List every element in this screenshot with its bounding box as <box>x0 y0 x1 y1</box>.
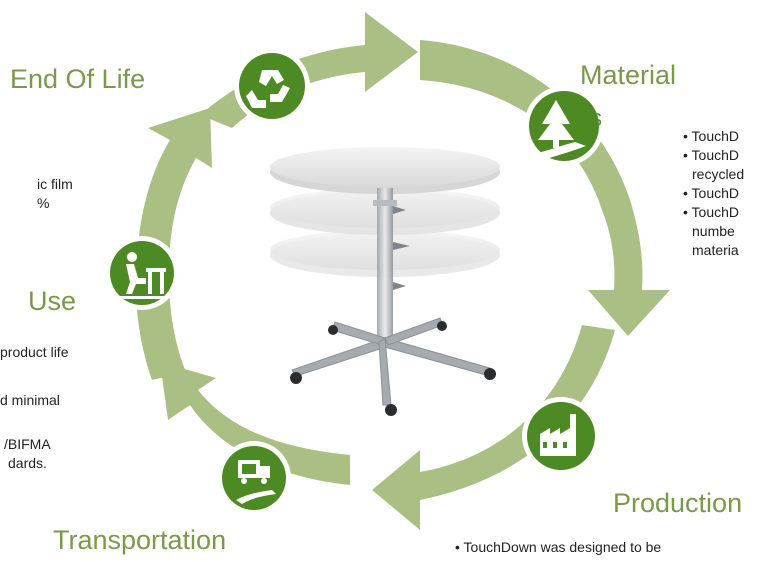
production-text: • TouchDown was designed to be <box>455 539 662 555</box>
end-of-life-label: End Of Life <box>10 64 146 94</box>
arrow-use-to-end-of-life <box>135 108 212 380</box>
truck-road-icon <box>217 441 291 515</box>
material-bullets: • TouchD • TouchD recycled • TouchD • To… <box>683 127 744 260</box>
use-line: product life <box>0 344 69 360</box>
person-at-desk-icon <box>105 236 179 310</box>
material-label: Material <box>580 60 677 90</box>
material-bullet: • TouchD <box>683 128 740 144</box>
end-of-life-line: ic film <box>37 176 73 192</box>
end-of-life-line: % <box>37 195 50 211</box>
arrow-transportation-to-use <box>160 362 350 485</box>
material-bullet: • TouchD <box>683 204 740 220</box>
material-icon-letter: S <box>590 110 602 130</box>
tree-road-icon: S <box>524 86 604 166</box>
material-bullet: materia <box>692 242 739 258</box>
material-bullet: numbe <box>692 223 735 239</box>
material-bullet: • TouchD <box>683 147 740 163</box>
transportation-label: Transportation <box>53 525 227 555</box>
use-line: /BIFMA <box>4 436 51 452</box>
arrow-end-of-life-to-material <box>200 12 418 128</box>
use-text: product life d minimal /BIFMA dards. <box>0 343 68 473</box>
use-line: dards. <box>8 455 47 471</box>
table-image <box>270 147 500 416</box>
use-label: Use <box>28 286 77 316</box>
factory-icon <box>522 397 600 475</box>
recycle-icon <box>234 48 310 124</box>
material-bullet: recycled <box>692 166 745 182</box>
end-of-life-text: ic film % <box>0 175 73 213</box>
material-bullet: • TouchD <box>683 185 740 201</box>
use-line: d minimal <box>0 392 60 408</box>
production-label: Production <box>613 488 743 518</box>
arrow-production-to-transportation <box>372 325 615 530</box>
